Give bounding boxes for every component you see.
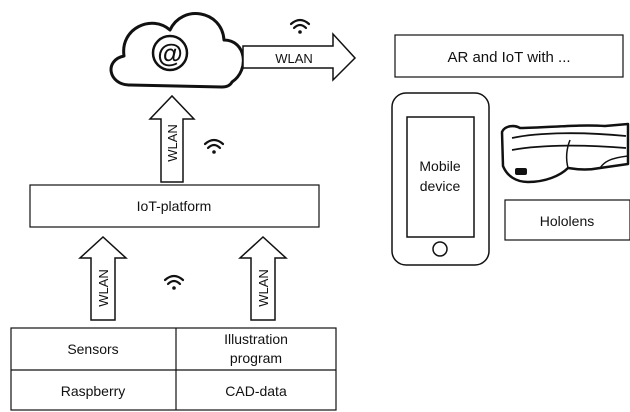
ar-iot-label: AR and IoT with ...	[447, 49, 570, 66]
hardware-table: Sensors Illustration program Raspberry C…	[10, 327, 337, 411]
mobile-label-line2: device	[420, 178, 461, 194]
cloud-symbol: @	[157, 38, 182, 68]
hololens-box: Hololens	[504, 199, 630, 241]
mobile-label-line1: Mobile	[419, 158, 460, 174]
wlan-arrow-sensors-to-platform: WLAN	[78, 235, 128, 321]
cell-cad-data: CAD-data	[225, 383, 287, 399]
wlan-arrow-cloud-to-ar: WLAN	[242, 32, 357, 82]
cell-sensors: Sensors	[67, 341, 118, 357]
wifi-icon	[163, 274, 185, 291]
hololens-label: Hololens	[540, 213, 594, 229]
wlan-arrow-platform-to-cloud: WLAN	[148, 94, 196, 183]
wlan-label: WLAN	[165, 124, 180, 162]
mobile-device-icon: Mobile device	[391, 92, 490, 266]
cell-illustration-line2: program	[230, 350, 282, 366]
hololens-icon	[500, 122, 630, 184]
cell-raspberry: Raspberry	[61, 383, 126, 399]
wlan-label: WLAN	[256, 269, 271, 307]
wlan-arrow-illustration-to-platform: WLAN	[238, 235, 288, 321]
wlan-label: WLAN	[96, 269, 111, 307]
iot-platform-box: IoT-platform	[29, 184, 320, 228]
cloud-icon: @	[109, 12, 245, 89]
at-sign-ring	[151, 34, 189, 72]
ar-iot-box: AR and IoT with ...	[394, 34, 624, 78]
wlan-label: WLAN	[275, 51, 313, 66]
wifi-icon	[289, 18, 311, 35]
wifi-icon	[203, 138, 225, 155]
cell-illustration-line1: Illustration	[224, 331, 288, 347]
iot-platform-label: IoT-platform	[137, 198, 212, 214]
